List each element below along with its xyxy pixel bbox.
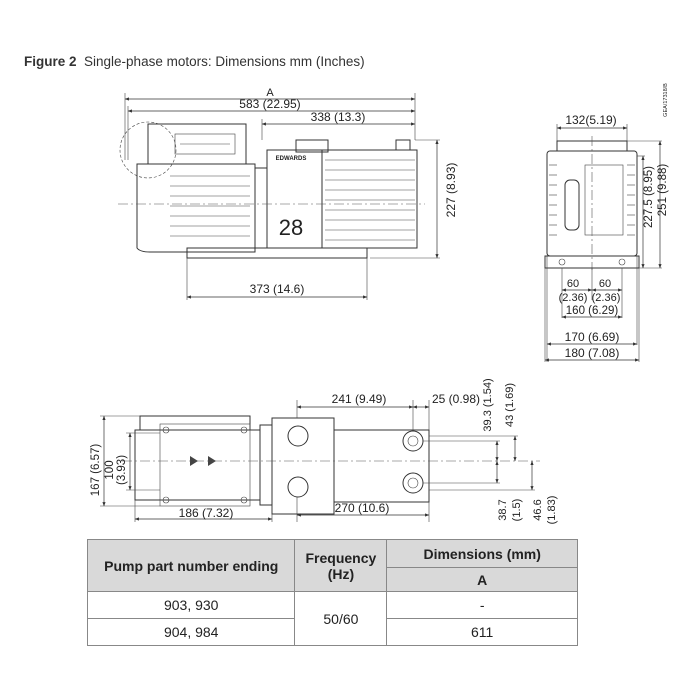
dim-39-3: 39.3 (1.54) — [482, 378, 494, 431]
dim-60-right-in: (2.36) — [592, 292, 621, 304]
header-part-number: Pump part number ending — [86, 539, 296, 592]
header-frequency-l2: (Hz) — [327, 565, 355, 582]
dim-46-6-in: (1.83) — [546, 496, 558, 525]
cell-part: 903, 930 — [86, 591, 296, 619]
dim-60-left: 60 — [567, 278, 579, 290]
screw — [162, 426, 170, 434]
plan-flange — [259, 424, 273, 506]
plan-knob-icon — [287, 476, 309, 498]
motor-fins — [170, 175, 250, 237]
dim-100: 100 — [104, 460, 116, 479]
dimensions-table: Pump part number ending Frequency (Hz) D… — [86, 539, 578, 646]
dim-251: 251 (9.88) — [657, 164, 669, 217]
brand-label: EDWARDS — [276, 156, 307, 162]
figure-caption: Figure 2 Single-phase motors: Dimensions… — [24, 54, 365, 69]
gas-ballast-icon — [287, 425, 309, 447]
inlet-port-icon — [402, 430, 424, 452]
table-row: 903, 930 50/60 - — [86, 591, 578, 646]
dim-373: 373 (14.6) — [250, 282, 305, 296]
dim-338: 338 (13.3) — [311, 110, 366, 124]
plan-pump-front — [271, 417, 335, 515]
plan-view: 241 (9.49) 25 (0.98) 39.3 (1.54) 43 (1.6… — [90, 378, 558, 524]
base-plate — [186, 247, 368, 259]
dim-46-6: 46.6 — [532, 499, 544, 520]
plan-pump-body — [333, 429, 430, 503]
dim-167: 167 (6.57) — [90, 444, 102, 497]
motor-flange — [254, 167, 268, 249]
label-a: A — [266, 87, 274, 99]
dim-180: 180 (7.08) — [565, 346, 620, 360]
dim-170: 170 (6.69) — [565, 330, 620, 344]
inlet-port — [395, 139, 411, 151]
dim-38-7-in: (1.5) — [511, 499, 523, 522]
dim-100-in: (3.93) — [116, 455, 128, 485]
header-dimension-a: A — [386, 567, 578, 592]
inlet-bore — [407, 435, 419, 447]
motor-fan-detail — [119, 121, 177, 179]
side-tag: GEA/17318/B — [663, 83, 669, 117]
plan-terminal-cover — [139, 415, 251, 431]
exhaust-port-icon — [402, 472, 424, 494]
foot-bolt-left — [558, 258, 566, 266]
cell-frequency: 50/60 — [294, 591, 388, 646]
dim-25: 25 (0.98) — [432, 392, 480, 406]
plan-terminal-box — [159, 423, 251, 507]
foot-bolt-right — [618, 258, 626, 266]
end-fins-right — [627, 164, 635, 236]
motor-body — [136, 163, 256, 253]
dim-132: 132(5.19) — [565, 113, 616, 127]
header-frequency-l1: Frequency — [305, 549, 377, 566]
dim-38-7: 38.7 — [497, 499, 509, 520]
side-view: A 583 (22.95) 338 (13.3) EDWARDS — [118, 87, 458, 300]
dim-60-left-in: (2.36) — [559, 292, 588, 304]
dim-270: 270 (10.6) — [335, 501, 390, 515]
table-row: 904, 984 611 — [86, 618, 578, 646]
terminal-box-label — [174, 133, 236, 155]
dimensions-table-wrap: Pump part number ending Frequency (Hz) D… — [86, 539, 578, 646]
figure-number: Figure 2 — [24, 54, 77, 69]
dim-227: 227 (8.93) — [444, 163, 458, 218]
exhaust-bore — [407, 477, 419, 489]
cell-part: 904, 984 — [86, 618, 296, 646]
pump-fins — [325, 159, 415, 241]
gas-ballast-knob — [295, 139, 329, 153]
cell-dim: 611 — [386, 618, 578, 646]
model-number: 28 — [279, 215, 303, 240]
screw — [240, 496, 248, 504]
end-fins-left — [549, 164, 557, 236]
cell-dim: - — [386, 591, 578, 619]
sight-glass — [564, 179, 580, 231]
end-panel — [584, 164, 624, 236]
dim-43: 43 (1.69) — [504, 383, 516, 427]
dim-60-right: 60 — [599, 278, 611, 290]
plan-motor — [134, 429, 261, 501]
screw — [162, 496, 170, 504]
dim-241: 241 (9.49) — [332, 392, 387, 406]
dim-227-5: 227.5 (8.95) — [643, 166, 655, 228]
dim-186: 186 (7.32) — [179, 506, 234, 520]
dim-160: 160 (6.29) — [566, 305, 619, 317]
pump-oil-box — [321, 149, 418, 249]
end-view: GEA/17318/B 132(5.19) — [544, 83, 669, 362]
header-frequency: Frequency (Hz) — [294, 539, 388, 592]
header-dimensions: Dimensions (mm) — [386, 539, 578, 568]
screw — [240, 426, 248, 434]
figure-title: Single-phase motors: Dimensions mm (Inch… — [84, 54, 365, 69]
dim-583: 583 (22.95) — [239, 97, 300, 111]
